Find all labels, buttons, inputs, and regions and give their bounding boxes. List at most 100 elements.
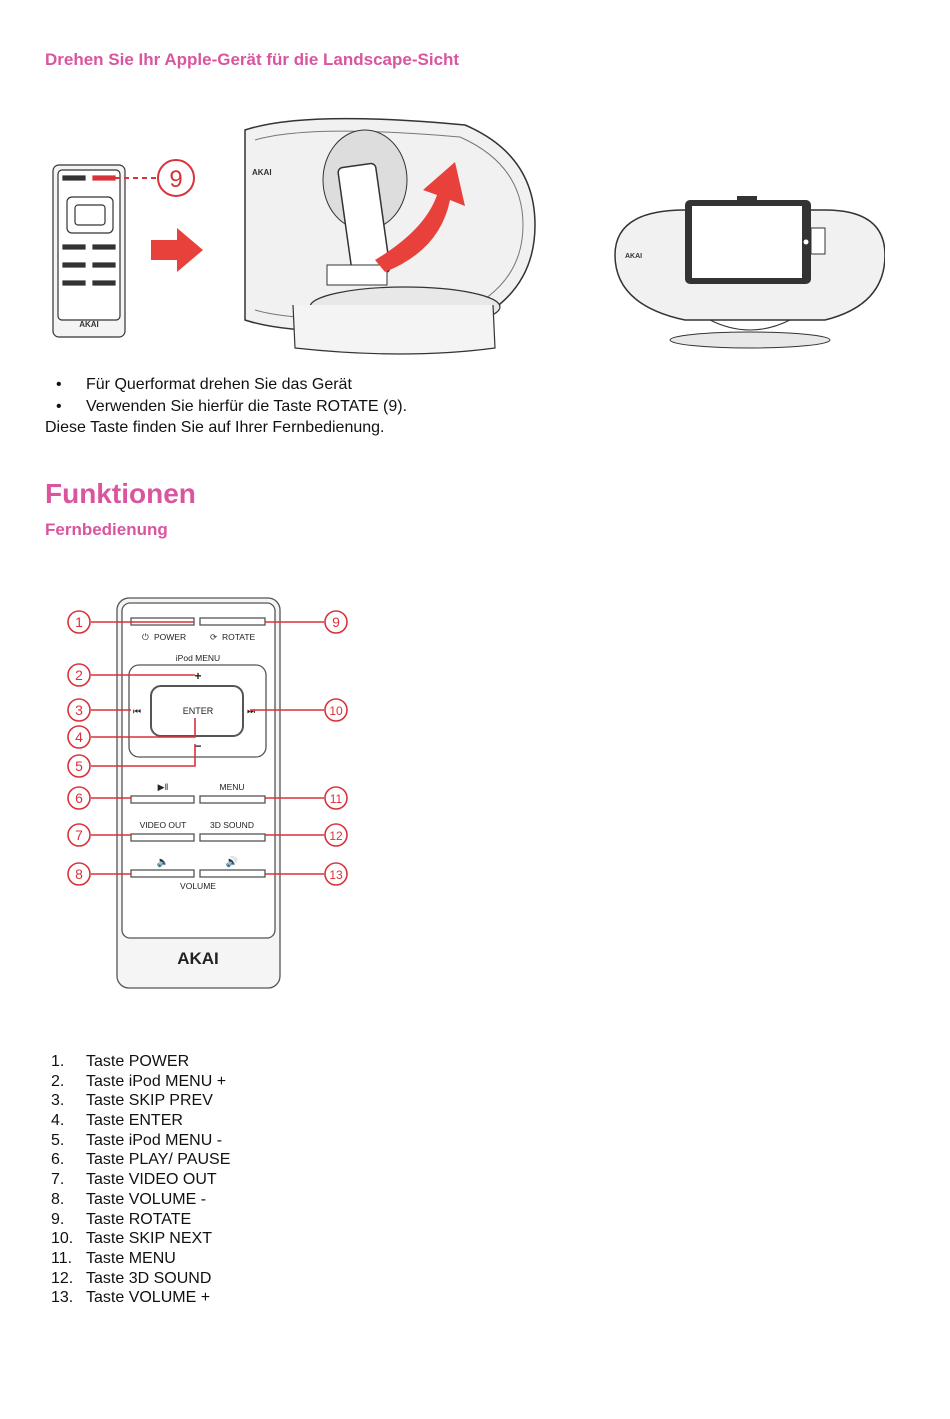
list-item-number: 5.	[51, 1131, 65, 1149]
bullet-dot-icon: •	[56, 376, 62, 393]
list-item-text: Taste SKIP PREV	[86, 1092, 213, 1110]
rotate-note: Diese Taste finden Sie auf Ihrer Fernbed…	[45, 419, 385, 436]
dock-landscape-logo: AKAI	[625, 253, 642, 260]
bullet-item: •Verwenden Sie hierfür die Taste ROTATE …	[45, 396, 745, 418]
enter-label: ENTER	[183, 706, 214, 716]
callout-circle	[324, 610, 348, 634]
video-out-label: VIDEO OUT	[140, 820, 187, 830]
remote-body	[116, 597, 281, 989]
remote-brand-logo: AKAI	[177, 949, 219, 968]
list-item: 3. Taste SKIP PREV	[45, 1091, 230, 1111]
list-item: 9. Taste ROTATE	[45, 1210, 230, 1230]
list-item: 10. Taste SKIP NEXT	[45, 1229, 230, 1249]
rotate-icon: ⟳	[210, 632, 217, 642]
callout-number: 6	[75, 790, 83, 806]
callout-number: 9	[332, 614, 340, 630]
remote-key-list: 1. Taste POWER 2. Taste iPod MENU + 3. Taste …	[45, 1052, 230, 1308]
list-item-text: Taste VIDEO OUT	[86, 1171, 217, 1189]
section-heading-rotate: Drehen Sie Ihr Apple-Gerät für die Lands…	[45, 50, 460, 69]
volume-label: VOLUME	[180, 881, 216, 891]
mini-remote-logo: AKAI	[79, 320, 99, 329]
callout-circle	[324, 862, 348, 886]
list-item: 7. Taste VIDEO OUT	[45, 1170, 230, 1190]
figure-rotate-device: AKAI 9 AKAI AKAI	[52, 117, 885, 355]
callout-circle	[67, 725, 91, 749]
list-item: 6. Taste PLAY/ PAUSE	[45, 1150, 230, 1170]
list-item-text: Taste POWER	[86, 1053, 190, 1070]
list-item-text: Taste iPod MENU -	[86, 1131, 223, 1149]
dock-landscape-illustration: AKAI	[614, 196, 885, 349]
sound3d-label: 3D SOUND	[210, 820, 254, 830]
play-pause-icon: ▶‖	[158, 782, 169, 792]
list-item-number: 10.	[51, 1230, 74, 1248]
list-item-number: 12.	[51, 1269, 74, 1287]
list-item-text: Taste iPod MENU +	[86, 1072, 227, 1090]
callout-circle	[67, 610, 91, 634]
right-arrow-icon	[151, 228, 203, 272]
list-item-number: 13.	[51, 1289, 74, 1307]
list-item-text: Taste VOLUME +	[86, 1289, 211, 1307]
dock-rotating-illustration: AKAI	[244, 117, 536, 355]
list-item-number: 6.	[51, 1151, 65, 1169]
section-subtitle-remote: Fernbedienung	[45, 520, 168, 539]
callout-circle	[67, 698, 91, 722]
list-item: 1. Taste POWER	[45, 1052, 230, 1072]
bullet-item: •Für Querformat drehen Sie das Gerät	[45, 374, 745, 396]
list-item: 12. Taste 3D SOUND	[45, 1269, 230, 1289]
list-item-text: Taste ROTATE	[86, 1210, 192, 1228]
list-item-number: 9.	[51, 1210, 65, 1228]
callout-circle	[324, 786, 348, 810]
list-item: 13. Taste VOLUME +	[45, 1288, 230, 1308]
list-item: 5. Taste iPod MENU -	[45, 1131, 230, 1151]
list-item: 11.Taste MENU	[45, 1249, 230, 1269]
list-item-text: Taste SKIP NEXT	[86, 1230, 212, 1248]
callout-circle	[67, 862, 91, 886]
callout-number: 7	[75, 827, 83, 843]
callout-circle	[157, 159, 195, 197]
ipod-menu-label: iPod MENU	[176, 653, 220, 663]
section-title-functions: Funktionen	[45, 478, 196, 509]
callout-circle	[67, 823, 91, 847]
list-item-number: 2.	[51, 1072, 65, 1090]
plus-label: +	[194, 669, 201, 683]
callout-circle	[324, 823, 348, 847]
callout-number: 9	[169, 166, 182, 193]
list-item: 2. Taste iPod MENU +	[45, 1072, 230, 1092]
list-item: 8.Taste VOLUME -	[45, 1190, 230, 1210]
skip-next-icon: ⏭	[247, 706, 255, 716]
bullet-dot-icon: •	[56, 398, 62, 415]
figure-remote-control: ⏻ POWER ⟳ ROTATE iPod MENU + ENTER − ⏮ ⏭…	[67, 597, 348, 989]
callout-number: 10	[329, 704, 343, 718]
list-item-text: Taste MENU	[86, 1249, 176, 1267]
callout-circle	[324, 698, 348, 722]
power-icon: ⏻	[142, 632, 149, 642]
callout-number: 12	[329, 829, 343, 843]
callout-number: 13	[329, 868, 343, 882]
rotate-bullet-list: •Für Querformat drehen Sie das Gerät •Ve…	[45, 374, 745, 418]
minus-label: −	[194, 739, 201, 753]
callout-number: 8	[75, 866, 83, 882]
callout-number: 1	[75, 614, 83, 630]
callout-number: 11	[330, 792, 343, 806]
callout-circle	[67, 754, 91, 778]
list-item-number: 7.	[51, 1171, 65, 1189]
list-item-text: Taste 3D SOUND	[86, 1269, 212, 1287]
callout-number: 2	[75, 667, 83, 683]
dock-logo: AKAI	[252, 168, 272, 177]
volume-up-icon: 🔊	[226, 855, 238, 868]
volume-down-icon: 🔈	[157, 857, 169, 868]
power-label: POWER	[154, 632, 186, 642]
list-item-text: Taste ENTER	[86, 1112, 183, 1130]
list-item: 4. Taste ENTER	[45, 1111, 230, 1131]
skip-prev-icon: ⏮	[133, 706, 141, 716]
list-item-number: 1.	[51, 1053, 65, 1070]
callout-circle	[67, 786, 91, 810]
callout-circle	[67, 663, 91, 687]
mini-remote-illustration	[52, 164, 126, 338]
rotate-label: ROTATE	[222, 632, 256, 642]
list-item-number: 3.	[51, 1092, 65, 1110]
list-item-text: Taste PLAY/ PAUSE	[86, 1151, 231, 1169]
list-item-number: 4.	[51, 1112, 65, 1130]
list-item-number: 8.	[51, 1190, 65, 1208]
